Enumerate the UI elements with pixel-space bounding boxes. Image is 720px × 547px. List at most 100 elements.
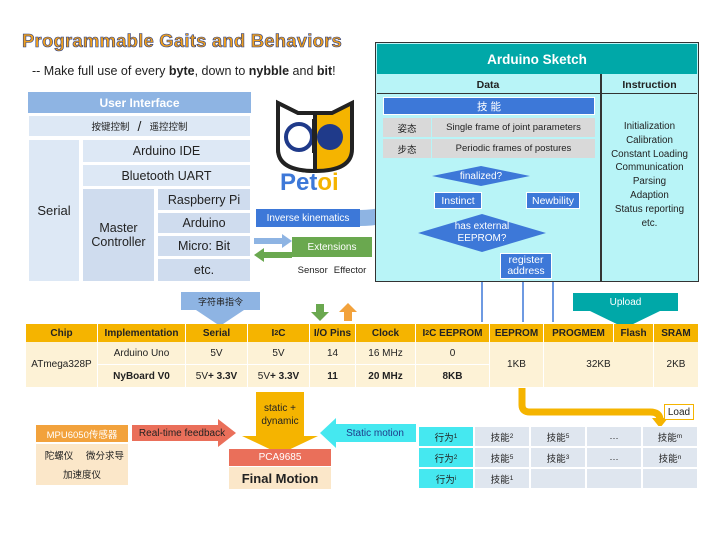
instruction-item: Initialization xyxy=(623,121,676,132)
th-sram: SRAM xyxy=(654,324,698,342)
cell-io-2: 11 xyxy=(310,365,356,388)
static-dynamic-arrow xyxy=(242,392,318,454)
final-motion-label: Final Motion xyxy=(229,467,331,489)
cell-eeprom: 1KB xyxy=(490,342,544,388)
mpu6050-header: MPU6050传感器 xyxy=(36,425,128,442)
cell-clock-2: 20 MHz xyxy=(356,365,416,388)
has-eeprom-diamond xyxy=(418,214,546,252)
controller-microbit[interactable]: Micro: Bit xyxy=(157,235,251,257)
bluetooth-uart[interactable]: Bluetooth UART xyxy=(82,164,251,187)
petoi-cat-logo-icon xyxy=(276,99,354,174)
static-motion-arrow xyxy=(320,418,416,448)
th-io-pins: I/O Pins xyxy=(310,324,356,342)
cell-impl-1: Arduino Uno xyxy=(98,342,186,365)
cell-i2c-1: 5V xyxy=(248,342,310,365)
instruction-item: Parsing xyxy=(632,176,667,188)
inverse-kinematics-label: Inverse kinematics xyxy=(256,209,360,227)
newbility-node: Newbility xyxy=(526,192,580,209)
cell-clock-1: 16 MHz xyxy=(356,342,416,365)
static-dynamic-label: static + dynamic xyxy=(261,403,299,427)
th-clock: Clock xyxy=(356,324,416,342)
arduino-sketch-title: Arduino Sketch xyxy=(377,44,697,74)
gait-label: 步态 xyxy=(383,139,431,158)
instruction-item: etc. xyxy=(641,217,658,229)
master-controller: Master Controller xyxy=(82,188,155,282)
pca9685-label: PCA9685 xyxy=(229,449,331,466)
load-arrow-path xyxy=(518,388,664,421)
instruction-item: Status reporting xyxy=(614,203,685,215)
load-arrowhead xyxy=(652,418,668,428)
behavior-cell xyxy=(530,468,586,489)
has-eeprom-label: has external EEPROM? xyxy=(454,221,510,244)
cell-serial-1: 5V xyxy=(186,342,248,365)
th-progmem: PROGMEM xyxy=(544,324,614,342)
orange-up-arrow xyxy=(339,303,357,321)
serial-command-label: 字符串指令 xyxy=(197,297,243,307)
instruction-item: Constant Loading xyxy=(611,148,688,160)
cell-impl-2: NyBoard V0 xyxy=(98,365,186,388)
cell-i2c-2: 5V + 3.3V xyxy=(248,365,310,388)
upload-arrow xyxy=(573,293,678,328)
page-title: Programmable Gaits and Behaviors xyxy=(22,30,342,52)
static-motion-label: Static motion xyxy=(346,427,404,439)
arduino-sketch-panel xyxy=(375,42,699,282)
th-serial: Serial xyxy=(186,324,248,342)
cell-sram: 2KB xyxy=(654,342,698,388)
behavior-cell: … xyxy=(586,426,642,447)
data-header: Data xyxy=(476,79,500,91)
th-eeprom: EEPROM xyxy=(490,324,544,342)
th-implementation: Implementation xyxy=(98,324,186,342)
extensions-header: Extensions xyxy=(292,237,372,257)
gyroscope-label: 陀螺仪 xyxy=(44,451,74,462)
finalized-label: finalized? xyxy=(459,170,503,182)
controller-raspberry-pi[interactable]: Raspberry Pi xyxy=(157,188,251,211)
to-extensions-arrow xyxy=(254,234,292,248)
petoi-logo-text: Petoi xyxy=(280,169,339,196)
instruction-item: Adaption xyxy=(630,189,669,201)
accelerometer-label: 加速度仪 xyxy=(62,470,101,481)
register-address-node: register address xyxy=(500,253,552,279)
posture-label: 姿态 xyxy=(383,118,431,137)
gait-desc: Periodic frames of postures xyxy=(432,139,595,158)
behavior-cell xyxy=(586,468,642,489)
instinct-node: Instinct xyxy=(434,192,482,209)
green-down-arrow xyxy=(311,304,329,321)
controller-arduino[interactable]: Arduino xyxy=(157,212,251,234)
instruction-item: Calibration xyxy=(626,134,673,146)
behavior-cell xyxy=(642,468,698,489)
instruction-item: Communication xyxy=(615,162,684,174)
controller-etc[interactable]: etc. xyxy=(157,258,251,282)
sketch-divider xyxy=(600,74,602,281)
mpu6050-panel xyxy=(36,444,128,485)
load-label: Load xyxy=(664,404,694,420)
posture-desc: Single frame of joint parameters xyxy=(432,118,595,137)
feedback-arrow xyxy=(132,419,236,447)
cell-progmem-flash: 32KB xyxy=(544,342,654,388)
arduino-ide[interactable]: Arduino IDE xyxy=(82,139,251,163)
skill-label: 技 能 xyxy=(383,97,595,115)
ui-header: User Interface xyxy=(28,92,251,113)
upload-label: Upload xyxy=(609,296,642,308)
realtime-feedback-label: Real-time feedback xyxy=(138,427,226,439)
cell-serial-2: 5V + 3.3V xyxy=(186,365,248,388)
serial-label: Serial xyxy=(28,139,80,282)
finalized-diamond xyxy=(432,166,530,186)
instruction-list: Initialization Calibration Constant Load… xyxy=(602,120,697,230)
serial-cmd-arrow xyxy=(181,292,260,326)
th-flash: Flash xyxy=(614,324,654,342)
cell-eeprom-ext-1: 0 xyxy=(416,342,490,365)
cell-io-1: 14 xyxy=(310,342,356,365)
